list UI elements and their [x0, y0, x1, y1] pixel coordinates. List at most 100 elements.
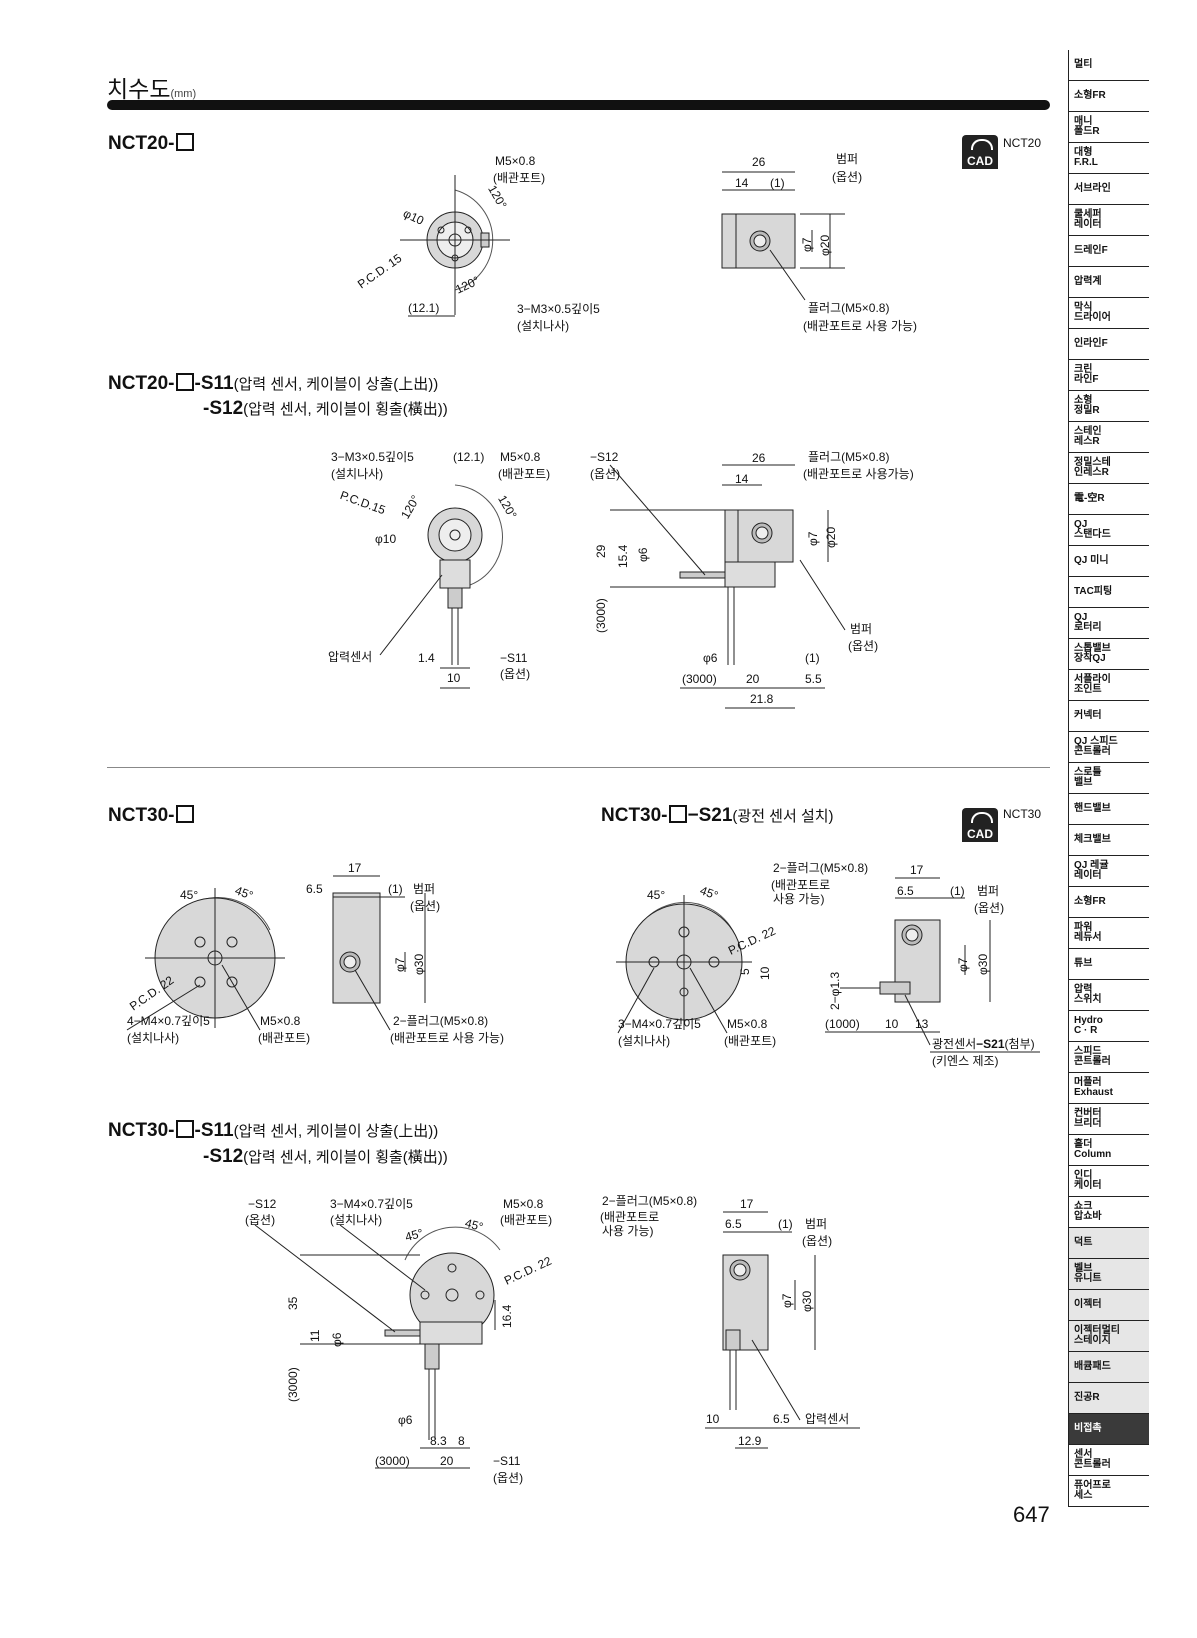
- title-nct30-s12: -S12(압력 센서, 케이블이 횡출(橫出)): [203, 1146, 448, 1167]
- dim-label: 14: [735, 472, 749, 486]
- sidebar-item[interactable]: 머플러 Exhaust: [1069, 1073, 1149, 1104]
- title-nct30-s21: NCT30-−S21(광전 센서 설치): [601, 805, 834, 826]
- sidebar-item[interactable]: 압력계: [1069, 267, 1149, 298]
- dim-label: (배관포트로 사용가능): [803, 467, 914, 481]
- sidebar-item[interactable]: QJ 로터리: [1069, 608, 1149, 639]
- sidebar-item[interactable]: 멀티: [1069, 50, 1149, 81]
- sidebar-item[interactable]: 진공R: [1069, 1383, 1149, 1414]
- dim-label: 20: [440, 1454, 454, 1468]
- sidebar-item[interactable]: 스톱밸브 장착QJ: [1069, 639, 1149, 670]
- sidebar-item[interactable]: 센서 콘트롤러: [1069, 1445, 1149, 1476]
- dim-label: (옵션): [410, 899, 441, 913]
- dim-label: (설치나사): [618, 1034, 671, 1048]
- sidebar-item[interactable]: 스로틀 밸브: [1069, 763, 1149, 794]
- dim-label: (배관포트): [724, 1034, 777, 1048]
- drawing-nct20-side: [721, 171, 845, 301]
- cad-icon[interactable]: CAD: [962, 135, 998, 169]
- sidebar-item[interactable]: 쇼크 압쇼바: [1069, 1197, 1149, 1228]
- sidebar-item[interactable]: 이젝터: [1069, 1290, 1149, 1321]
- sidebar-item[interactable]: 서브라인: [1069, 174, 1149, 205]
- sidebar-item[interactable]: 소형FR: [1069, 81, 1149, 112]
- sidebar-item[interactable]: 서플라이 조인트: [1069, 670, 1149, 701]
- dim-label: (옵션): [590, 467, 621, 481]
- sidebar-item[interactable]: 이젝터멀티 스테이지: [1069, 1321, 1149, 1352]
- dim-label: 3−M4×0.7깊이5: [330, 1197, 413, 1211]
- title-nct30: NCT30-: [108, 805, 195, 827]
- sidebar-item[interactable]: 쿨세퍼 레이터: [1069, 205, 1149, 236]
- sidebar-item[interactable]: 홀더 Column: [1069, 1135, 1149, 1166]
- cad-code: NCT20: [1003, 136, 1042, 150]
- sidebar-item[interactable]: QJ 스탠다드: [1069, 515, 1149, 546]
- page-heading: 치수도(mm): [107, 70, 196, 104]
- sidebar-item[interactable]: 인라인F: [1069, 329, 1149, 360]
- sidebar-item[interactable]: 대형 F.R.L: [1069, 143, 1149, 174]
- dim-label: φ7: [780, 1293, 794, 1308]
- sidebar-item[interactable]: TAC피팅: [1069, 577, 1149, 608]
- dim-label: (옵션): [493, 1471, 524, 1485]
- sidebar-item[interactable]: 튜브: [1069, 949, 1149, 980]
- drawing-nct20-s12-side: [609, 464, 846, 709]
- sidebar-item[interactable]: Hydro C · R: [1069, 1011, 1149, 1042]
- dim-label: 2−플러그(M5×0.8): [602, 1194, 698, 1208]
- sidebar-item[interactable]: 배큠패드: [1069, 1352, 1149, 1383]
- sidebar-item[interactable]: 퓨어프로 세스: [1069, 1476, 1149, 1507]
- dim-label: 사용 가능): [773, 892, 825, 906]
- sidebar-item[interactable]: 電-空R: [1069, 484, 1149, 515]
- sidebar-item[interactable]: QJ 레귤 레이터: [1069, 856, 1149, 887]
- dim-label: 범퍼: [413, 882, 436, 896]
- dim-label: φ30: [800, 1290, 814, 1312]
- sidebar-item[interactable]: 핸드밸브: [1069, 794, 1149, 825]
- sidebar-item[interactable]: 스테인 레스R: [1069, 422, 1149, 453]
- sidebar-item[interactable]: 컨버터 브리더: [1069, 1104, 1149, 1135]
- dim-label: 17: [348, 861, 362, 875]
- sidebar-item[interactable]: 벨브 유니트: [1069, 1259, 1149, 1290]
- sidebar-item[interactable]: 인디 케이터: [1069, 1166, 1149, 1197]
- sidebar-item[interactable]: 크린 라인F: [1069, 360, 1149, 391]
- sidebar-item[interactable]: QJ 미니: [1069, 546, 1149, 577]
- title-nct20-s11: NCT20--S11(압력 센서, 케이블이 상출(上出)): [108, 373, 439, 394]
- drawing-nct30-s21-front: [616, 895, 752, 1034]
- dim-label: 29: [594, 544, 608, 558]
- sidebar-item[interactable]: 소형 정밀R: [1069, 391, 1149, 422]
- drawing-nct20-front: [400, 175, 510, 317]
- dim-label: 11: [308, 1329, 322, 1342]
- sidebar-item[interactable]: 정밀스테 인레스R: [1069, 453, 1149, 484]
- dim-label: (1): [805, 651, 820, 665]
- sidebar-item[interactable]: QJ 스피드 콘트롤러: [1069, 732, 1149, 763]
- sidebar-item[interactable]: 스피드 콘트롤러: [1069, 1042, 1149, 1073]
- sidebar-item[interactable]: 소형FR: [1069, 887, 1149, 918]
- sidebar-item[interactable]: 드레인F: [1069, 236, 1149, 267]
- dim-label: φ10: [375, 532, 397, 546]
- sidebar-item[interactable]: 압력 스위치: [1069, 980, 1149, 1011]
- dim-label: 6.5: [773, 1412, 790, 1426]
- dim-label: 5: [738, 968, 752, 975]
- dim-label: (배관포트): [493, 171, 546, 185]
- cad-icon[interactable]: CAD: [962, 808, 998, 842]
- model-placeholder-box: [175, 373, 194, 391]
- dim-label: φ7: [800, 237, 814, 252]
- sidebar-item[interactable]: 덕트: [1069, 1228, 1149, 1259]
- sidebar-item[interactable]: 매니 폴드R: [1069, 112, 1149, 143]
- dim-label: φ7: [956, 957, 970, 972]
- sidebar-item[interactable]: 비접촉: [1069, 1414, 1149, 1445]
- dim-label: (3000): [286, 1367, 300, 1402]
- dim-label: (옵션): [974, 901, 1005, 915]
- dim-label: (1): [950, 884, 965, 898]
- dim-label: (12.1): [408, 301, 440, 315]
- dim-label: −S11: [500, 651, 528, 665]
- section-divider: [107, 767, 1050, 768]
- heading-unit: (mm): [170, 88, 197, 100]
- dim-label: (설치나사): [127, 1031, 180, 1045]
- dim-label: (배관포트): [258, 1031, 311, 1045]
- model-placeholder-box: [668, 805, 687, 823]
- dim-label: (설치나사): [517, 319, 570, 333]
- drawing-nct20-s11-front: [379, 484, 503, 689]
- sidebar-item[interactable]: 커넥터: [1069, 701, 1149, 732]
- heading-title: 치수도: [107, 76, 171, 102]
- dim-label: 8.3: [430, 1434, 447, 1448]
- dim-label: 범퍼: [836, 152, 859, 166]
- sidebar-item[interactable]: 체크밸브: [1069, 825, 1149, 856]
- sidebar-item[interactable]: 막식 드라이어: [1069, 298, 1149, 329]
- drawing-nct30-s11-side: [705, 1211, 860, 1449]
- sidebar-item[interactable]: 파워 레듀서: [1069, 918, 1149, 949]
